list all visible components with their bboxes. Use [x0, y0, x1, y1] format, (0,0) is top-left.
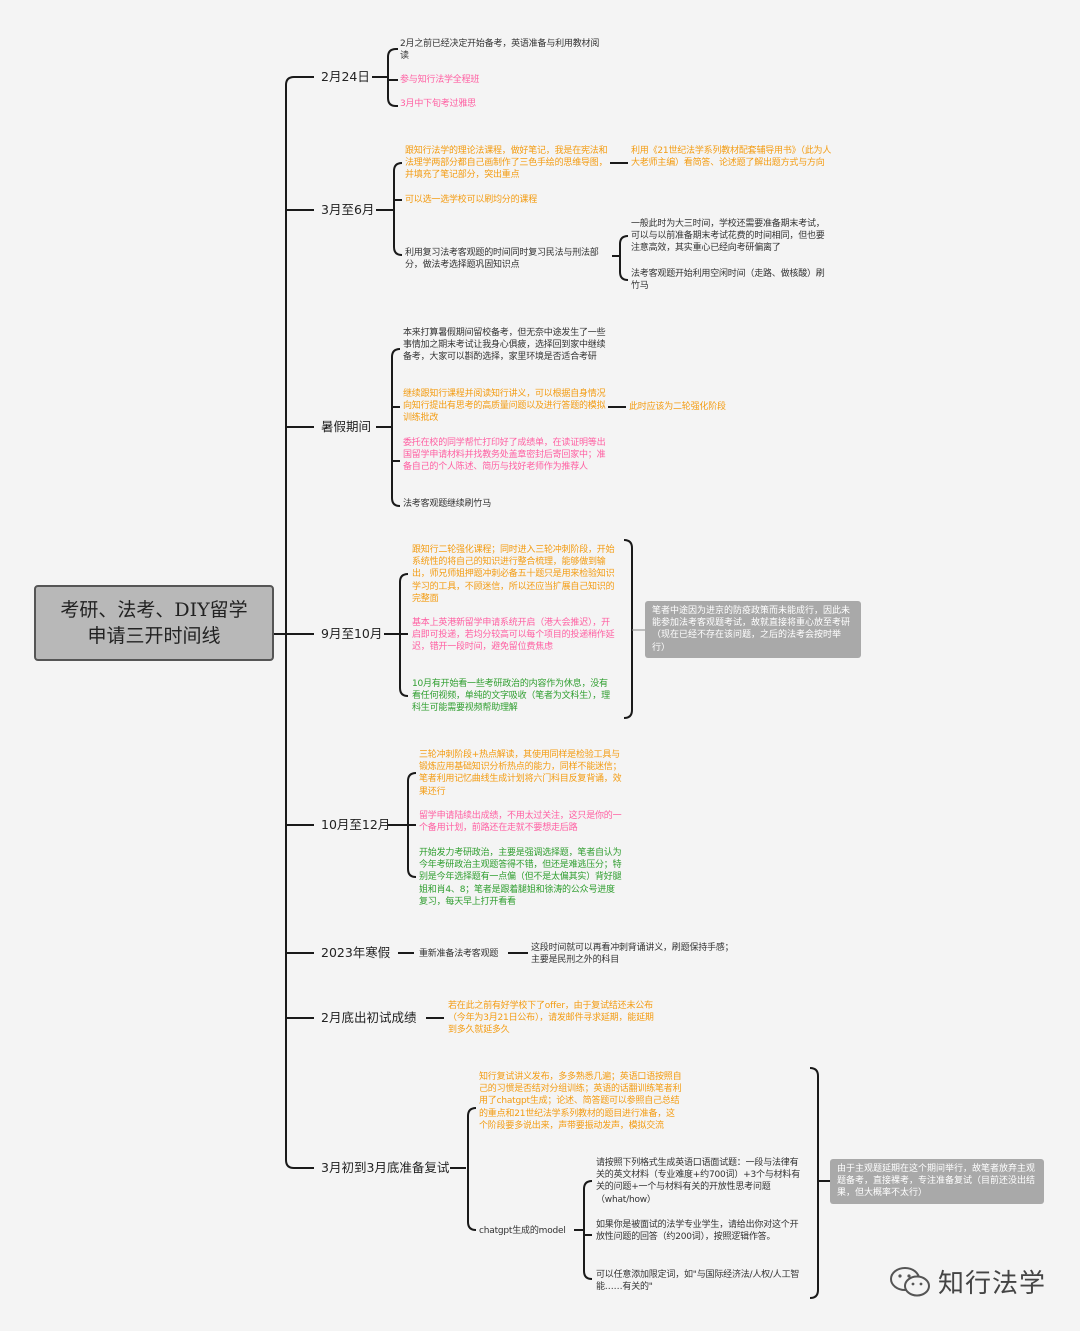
stage-feb24: 2月24日 — [321, 69, 370, 84]
stage-interview: 3月初到3月底准备复试 — [321, 1160, 450, 1175]
wechat-icon — [890, 1266, 930, 1296]
node-materials: 委托在校的同学帮忙打印好了成绩单，在读证明等出国留学申请材料并找教务处盖章密封后… — [403, 438, 606, 473]
node-gpa-course: 可以选一选学校可以刷均分的课程 — [405, 195, 538, 205]
node-spare-time: 法考客观题开始利用空闲时间（走路、做核酸）刷竹马 — [631, 269, 825, 292]
node-prompt-2: 如果你是被面试的法学专业学生，请给出你对这个开放性问题的回答（约200词），按照… — [596, 1220, 799, 1243]
note-epidemic: 笔者中途因为进京的防疫政策而未能成行，因此未能参加法考客观题考试，故就直接将重心… — [645, 601, 861, 658]
node-chatgpt-model: chatgpt生成的model — [479, 1226, 566, 1236]
brand-watermark: 知行法学 — [888, 1263, 1046, 1300]
node-second-course: 跟知行二轮强化课程；同时进入三轮冲刺阶段，开始系统性的将自己的知识进行整合梳理，… — [412, 545, 615, 604]
stage-mar-jun: 3月至6月 — [321, 202, 375, 217]
node-sprint-notes: 这段时间就可以再看冲刺背诵讲义，刷题保持手感；主要是民刑之外的科目 — [531, 943, 734, 966]
node-decide-prepare: 2月之前已经决定开始备考，英语准备与利用教材阅读 — [400, 39, 600, 62]
node-join-course: 参与知行法学全程班 — [400, 75, 480, 85]
node-third-round: 三轮冲刺阶段+热点解读，其使用同样是检验工具与锻炼应用基础知识分析热点的能力，同… — [419, 750, 622, 797]
node-interview-notes: 知行复试讲义发布，多多熟悉几遍；英语口语按照自己的习惯是否结对分组训练；英语的话… — [479, 1072, 682, 1131]
stage-results: 2月底出初试成绩 — [321, 1010, 417, 1025]
node-apply-system: 基本上英港新留学申请系统开启（港大会推迟），开启即可投递，若均分较高可以每个项目… — [412, 618, 615, 653]
brand-name: 知行法学 — [938, 1269, 1047, 1299]
node-politics: 10月有开始看一些考研政治的内容作为休息，没有看任何视频，单纯的文字吸收（笔者为… — [412, 679, 610, 714]
node-objective: 法考客观题继续刷竹马 — [403, 499, 492, 509]
node-second-round: 此时应该为二轮强化阶段 — [629, 402, 726, 412]
node-defer-email: 若在此之前有好学校下了offer，由于复试结还未公布（今年为3月21日公布），请… — [448, 1001, 654, 1036]
root-topic: 考研、法考、DIY留学 申请三开时间线 — [34, 585, 274, 661]
node-offer-results: 留学申请陆续出成绩，不用太过关注，这只是你的一个备用计划，前路还在走就不要想走后… — [419, 811, 622, 834]
node-civil-criminal: 利用复习法考客观题的时间同时复习民法与刑法部分，做法考选择题巩固知识点 — [405, 248, 599, 271]
stage-sep-oct: 9月至10月 — [321, 626, 383, 641]
root-title-line1: 考研、法考、DIY留学 — [60, 599, 248, 621]
note-subjective-delay: 由于主观题延期在这个期间举行，故笔者放弃主观题备考，直接裸考，专注准备复试（目前… — [830, 1159, 1044, 1204]
stage-winter: 2023年寒假 — [321, 945, 391, 960]
node-politics-push: 开始发力考研政治，主要是强调选择题，笔者自认为今年考研政治主观题答得不错，但还是… — [419, 848, 622, 907]
node-continue-course: 继续跟知行课程并阅读知行讲义，可以根据自身情况向知行提出有思考的高质量问题以及进… — [403, 389, 606, 424]
node-winter-objective: 重新准备法考客观题 — [419, 949, 499, 959]
node-go-home: 本来打算暑假期间留校备考，但无奈中途发生了一些事情加之期末考试让我身心俱疲，选择… — [403, 328, 606, 363]
node-prompt-1: 请按照下列格式生成英语口语面试题：一段与法律有关的英文材料（专业难度+约700词… — [596, 1158, 800, 1205]
stage-summer: 暑假期间 — [321, 419, 372, 434]
node-prompt-3: 可以任意添加限定词，如"与国际经济法/人权/人工智能……有关的" — [596, 1270, 800, 1293]
node-ielts: 3月中下旬考过雅思 — [400, 99, 476, 109]
node-junior-year: 一般此时为大三时间，学校还需要准备期末考试，可以与以前准备期末考试花费的时间相同… — [631, 219, 825, 254]
node-textbook: 利用《21世纪法学系列教材配套辅导用书》（此为人大老师主编）看简答、论述题了解出… — [631, 146, 832, 169]
node-theory-course: 跟知行法学的理论法课程，做好笔记，我是在宪法和法理学两部分都自己画制作了三色手绘… — [405, 146, 608, 181]
stage-oct-dec: 10月至12月 — [321, 817, 391, 832]
root-title-line2: 申请三开时间线 — [87, 625, 221, 647]
